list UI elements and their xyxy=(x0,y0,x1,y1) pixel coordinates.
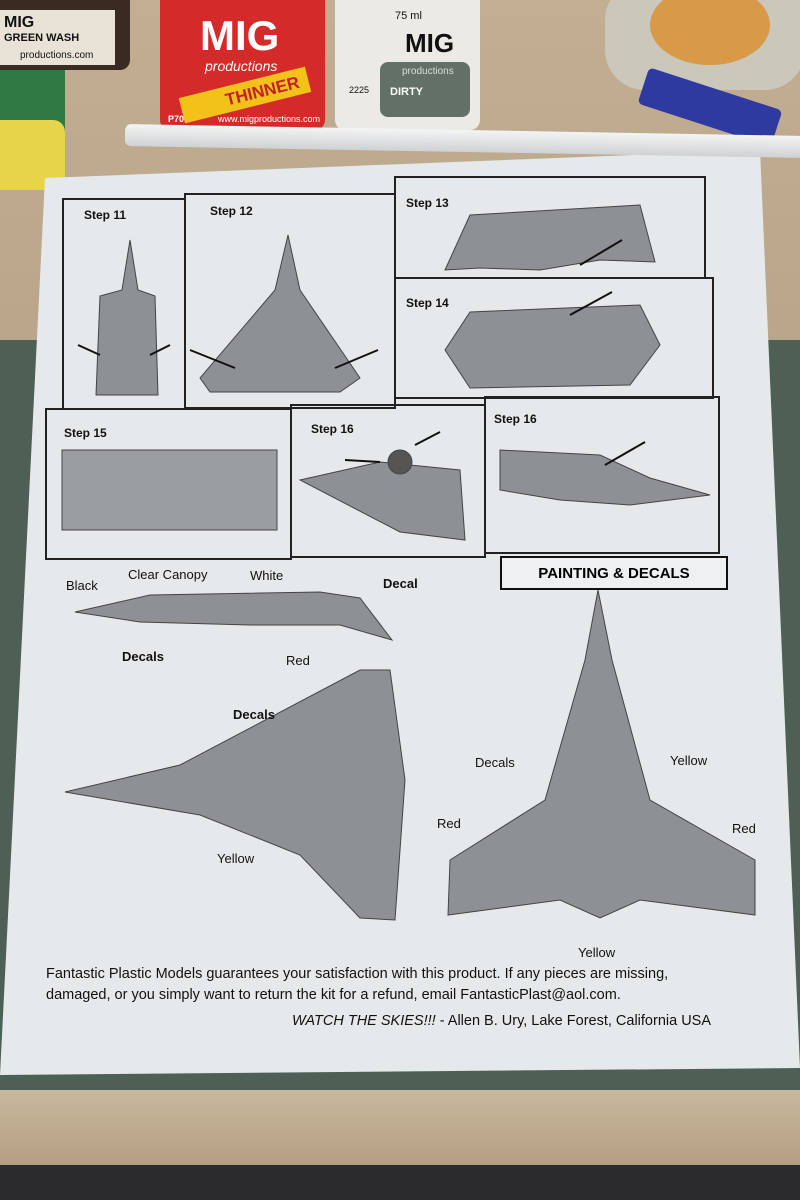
label-yellow-front: Yellow xyxy=(670,753,708,768)
label-red-right: Red xyxy=(732,821,756,836)
bottle-sub: productions xyxy=(205,58,278,74)
bottle-volume: 75 ml xyxy=(395,10,422,22)
wash-bottle-label: MIG GREEN WASH productions.com xyxy=(0,10,115,65)
label-red-side: Red xyxy=(286,653,310,668)
step-16b-part xyxy=(499,449,711,506)
step-label: Step 11 xyxy=(84,208,127,222)
label-decal: Decal xyxy=(383,576,418,591)
bottle-brand: MIG xyxy=(405,28,455,58)
bottle-brand: MIG xyxy=(200,12,280,59)
label-decals-top: Decals xyxy=(233,707,275,722)
step-label: Step 16 xyxy=(311,422,354,436)
guarantee-text-2: damaged, or you simply want to return th… xyxy=(46,987,621,1003)
top-view-jet xyxy=(64,669,406,921)
step-16a-seat xyxy=(387,449,413,475)
label-red-left: Red xyxy=(437,816,461,831)
slogan: WATCH THE SKIES!!! xyxy=(292,1013,436,1029)
bottle-label: GREEN WASH xyxy=(4,32,80,44)
label-yellow-top: Yellow xyxy=(217,851,255,866)
step-14-panel xyxy=(394,277,714,399)
dirty-bottle-band: productions DIRTY xyxy=(380,62,470,117)
label-decals-side: Decals xyxy=(122,649,164,664)
step-label: Step 13 xyxy=(406,196,449,210)
label-white: White xyxy=(250,568,284,583)
painting-decals-title: PAINTING & DECALS xyxy=(500,556,728,590)
step-16a-part xyxy=(298,461,466,541)
bottle-label: DIRTY xyxy=(390,86,423,98)
bottle-code: P705 xyxy=(168,114,190,124)
tape-roll xyxy=(650,0,770,65)
label-black: Black xyxy=(66,578,98,593)
step-label: Step 16 xyxy=(494,412,537,426)
front-view-jet xyxy=(447,589,756,919)
step-15-photo xyxy=(61,449,278,531)
bottle-site: productions.com xyxy=(20,50,94,61)
wood-board xyxy=(0,1090,800,1170)
label-decals-front: Decals xyxy=(475,755,515,770)
step-14-part xyxy=(444,304,661,389)
bottle-brand: MIG xyxy=(4,14,35,31)
step-label: Step 12 xyxy=(210,204,253,218)
guarantee-text: Fantastic Plastic Models guarantees your… xyxy=(46,966,669,982)
label-clear-canopy: Clear Canopy xyxy=(128,567,208,582)
step-12-jet xyxy=(199,234,361,393)
side-view-jet xyxy=(74,591,394,641)
bottle-code: 2225 xyxy=(349,85,370,95)
step-label: Step 14 xyxy=(406,296,449,310)
callout-arrows xyxy=(77,239,646,466)
step-16b-panel xyxy=(484,396,720,554)
floor xyxy=(0,1165,800,1200)
step-11-jet xyxy=(95,239,159,396)
bottle-site: www.migproductions.com xyxy=(218,114,321,124)
step-label: Step 15 xyxy=(64,426,107,440)
step-13-part xyxy=(444,204,656,271)
label-yellow-bottom: Yellow xyxy=(578,945,616,960)
bottle-sub: productions xyxy=(402,66,454,77)
signature-line: WATCH THE SKIES!!! - Allen B. Ury, Lake … xyxy=(292,1013,711,1029)
signature: - Allen B. Ury, Lake Forest, California … xyxy=(435,1013,712,1029)
